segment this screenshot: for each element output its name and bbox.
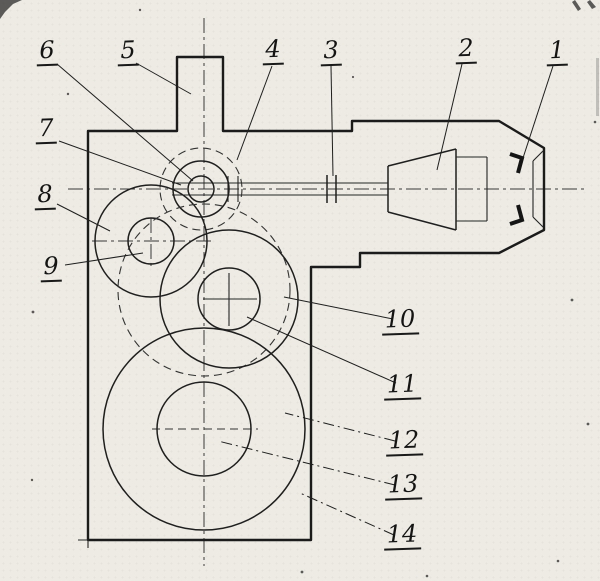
speck — [138, 8, 142, 12]
part-label-7-text: 7 — [34, 114, 58, 145]
part-label-2-text: 2 — [454, 34, 478, 65]
retainer-clip-bottom — [509, 204, 525, 226]
drafting-overshoot — [78, 539, 89, 548]
pinion-pitch-circle — [159, 147, 243, 231]
part-label-4: 4 — [261, 35, 285, 66]
pinion-gear-bore — [187, 175, 215, 203]
speck — [351, 75, 355, 79]
shaft-collar — [326, 175, 337, 203]
end-cap-inner-contour — [532, 150, 544, 228]
leader-11 — [246, 316, 397, 384]
part-label-3: 3 — [319, 36, 343, 67]
leader-4 — [236, 65, 273, 161]
speck — [425, 574, 429, 578]
speck — [593, 120, 597, 124]
leader-12 — [284, 412, 396, 442]
chuck-cone — [387, 148, 457, 231]
leader-8 — [56, 203, 111, 232]
intermediate-pitch-circle — [117, 203, 291, 377]
part-label-8: 8 — [33, 180, 57, 211]
leader-2 — [436, 63, 463, 171]
part-label-10: 10 — [381, 304, 419, 336]
part-label-8-text: 8 — [33, 180, 57, 211]
leader-7 — [58, 140, 182, 186]
part-label-5-text: 5 — [116, 36, 140, 67]
gear12-bore — [156, 381, 252, 477]
gear10-crosshair — [203, 273, 257, 326]
part-label-6-text: 6 — [35, 36, 59, 67]
part-label-13-text: 13 — [384, 469, 422, 501]
part-label-1-text: 1 — [545, 36, 569, 67]
speck — [30, 478, 34, 482]
leader-14 — [299, 492, 395, 536]
gear10-bore — [197, 267, 261, 331]
edge-streak — [596, 58, 599, 116]
corner-smudge-top-right-2 — [587, 0, 596, 9]
housing-outline — [86, 55, 546, 542]
leader-5 — [135, 62, 192, 95]
speck — [300, 570, 304, 574]
part-label-2: 2 — [454, 34, 478, 65]
part-label-9: 9 — [39, 252, 63, 283]
gear8-outer — [94, 184, 208, 298]
leader-3 — [330, 65, 334, 177]
part-label-9-text: 9 — [39, 252, 63, 283]
speck — [556, 559, 560, 563]
part-label-7: 7 — [34, 114, 58, 145]
spindle-shaft — [172, 182, 388, 196]
centerlines — [68, 18, 588, 566]
part-label-3-text: 3 — [319, 36, 343, 67]
part-label-13: 13 — [384, 469, 422, 501]
gear-train — [94, 147, 306, 531]
part-label-12: 12 — [385, 425, 423, 457]
speck — [31, 310, 35, 314]
part-label-10-text: 10 — [381, 304, 419, 336]
gear12-outer — [102, 327, 306, 531]
part-label-14: 14 — [383, 519, 421, 551]
part-label-11-text: 11 — [383, 369, 421, 401]
part-label-4-text: 4 — [261, 35, 285, 66]
leader-13 — [217, 440, 396, 486]
gear8-bore — [127, 217, 175, 265]
housing — [78, 55, 546, 548]
part-label-14-text: 14 — [383, 519, 421, 551]
part-label-11: 11 — [383, 369, 421, 401]
part-label-5: 5 — [116, 36, 140, 67]
leader-10 — [283, 296, 394, 320]
leader-9 — [64, 252, 144, 266]
leader-lines — [56, 62, 554, 536]
part-label-12-text: 12 — [385, 425, 423, 457]
corner-smudge-top-right-1 — [572, 0, 581, 11]
leader-6 — [56, 63, 194, 182]
part-label-1: 1 — [545, 36, 569, 67]
leader-1 — [522, 65, 554, 159]
speck — [586, 422, 590, 426]
gear10-outer — [159, 229, 299, 369]
part-label-6: 6 — [35, 36, 59, 67]
speck — [66, 92, 70, 96]
speck — [570, 298, 574, 302]
chuck-cylinder — [456, 156, 488, 222]
retainer-clip-top — [509, 152, 525, 174]
corner-smudge-top-left — [0, 0, 22, 19]
